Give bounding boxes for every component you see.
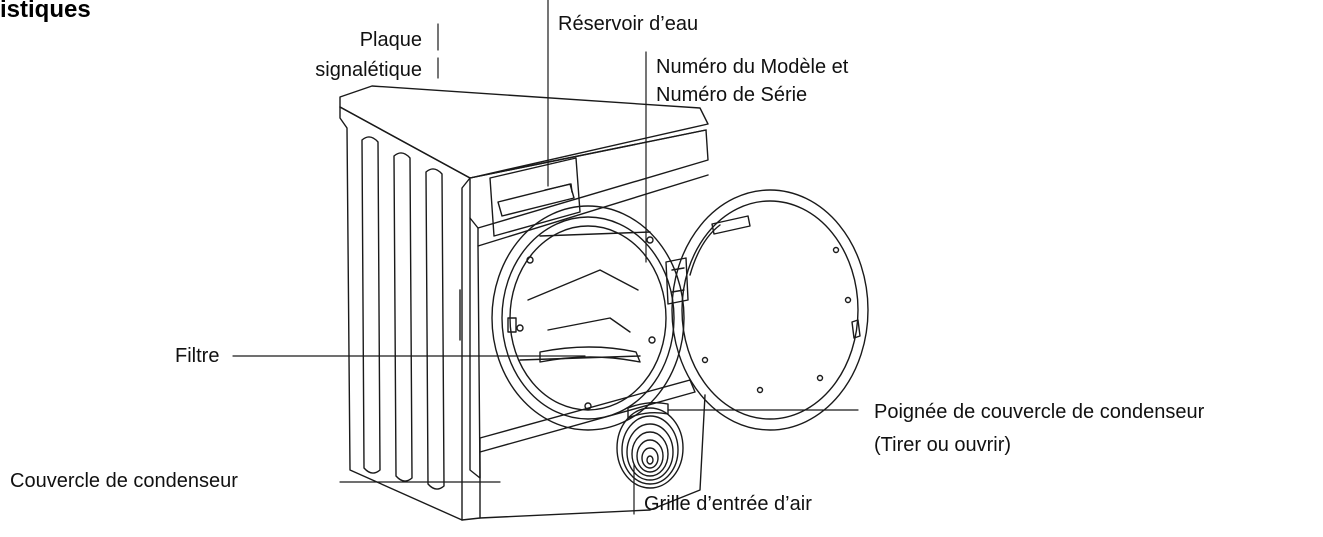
dryer-left-side (339, 106, 471, 521)
plinth (479, 394, 706, 519)
air-intake-grille-outer (616, 407, 684, 489)
dryer-top (339, 85, 709, 179)
label-filtre: Filtre (175, 345, 220, 367)
control-panel (469, 129, 709, 229)
door-label-plate (711, 215, 751, 235)
section-heading: istiques (0, 0, 91, 23)
label-plaque-line2: signalétique (315, 59, 422, 81)
dryer-front (469, 217, 481, 479)
label-grille: Grille d’entrée d’air (644, 493, 812, 515)
label-plaque-line1: Plaque (359, 29, 422, 51)
water-reservoir-drawer (489, 157, 581, 237)
label-numero-line2: Numéro de Série (656, 84, 808, 106)
label-numero-line1: Numéro du Modèle et (656, 56, 849, 78)
side-groove-2 (393, 152, 413, 482)
side-groove-3 (425, 168, 445, 490)
filter-slot (539, 346, 641, 363)
callout-lines (232, 0, 859, 515)
label-poignee-line2: (Tirer ou ouvrir) (874, 434, 1012, 456)
door-hinge (665, 257, 689, 305)
label-couvercle: Couvercle de condenseur (10, 470, 238, 492)
label-poignee-line1: Poignée de couvercle de condenseur (874, 401, 1205, 423)
label-reservoir: Réservoir d’eau (558, 13, 699, 35)
open-door-outer (671, 189, 869, 431)
door-opening-outer (491, 205, 685, 431)
side-groove-1 (361, 136, 381, 474)
